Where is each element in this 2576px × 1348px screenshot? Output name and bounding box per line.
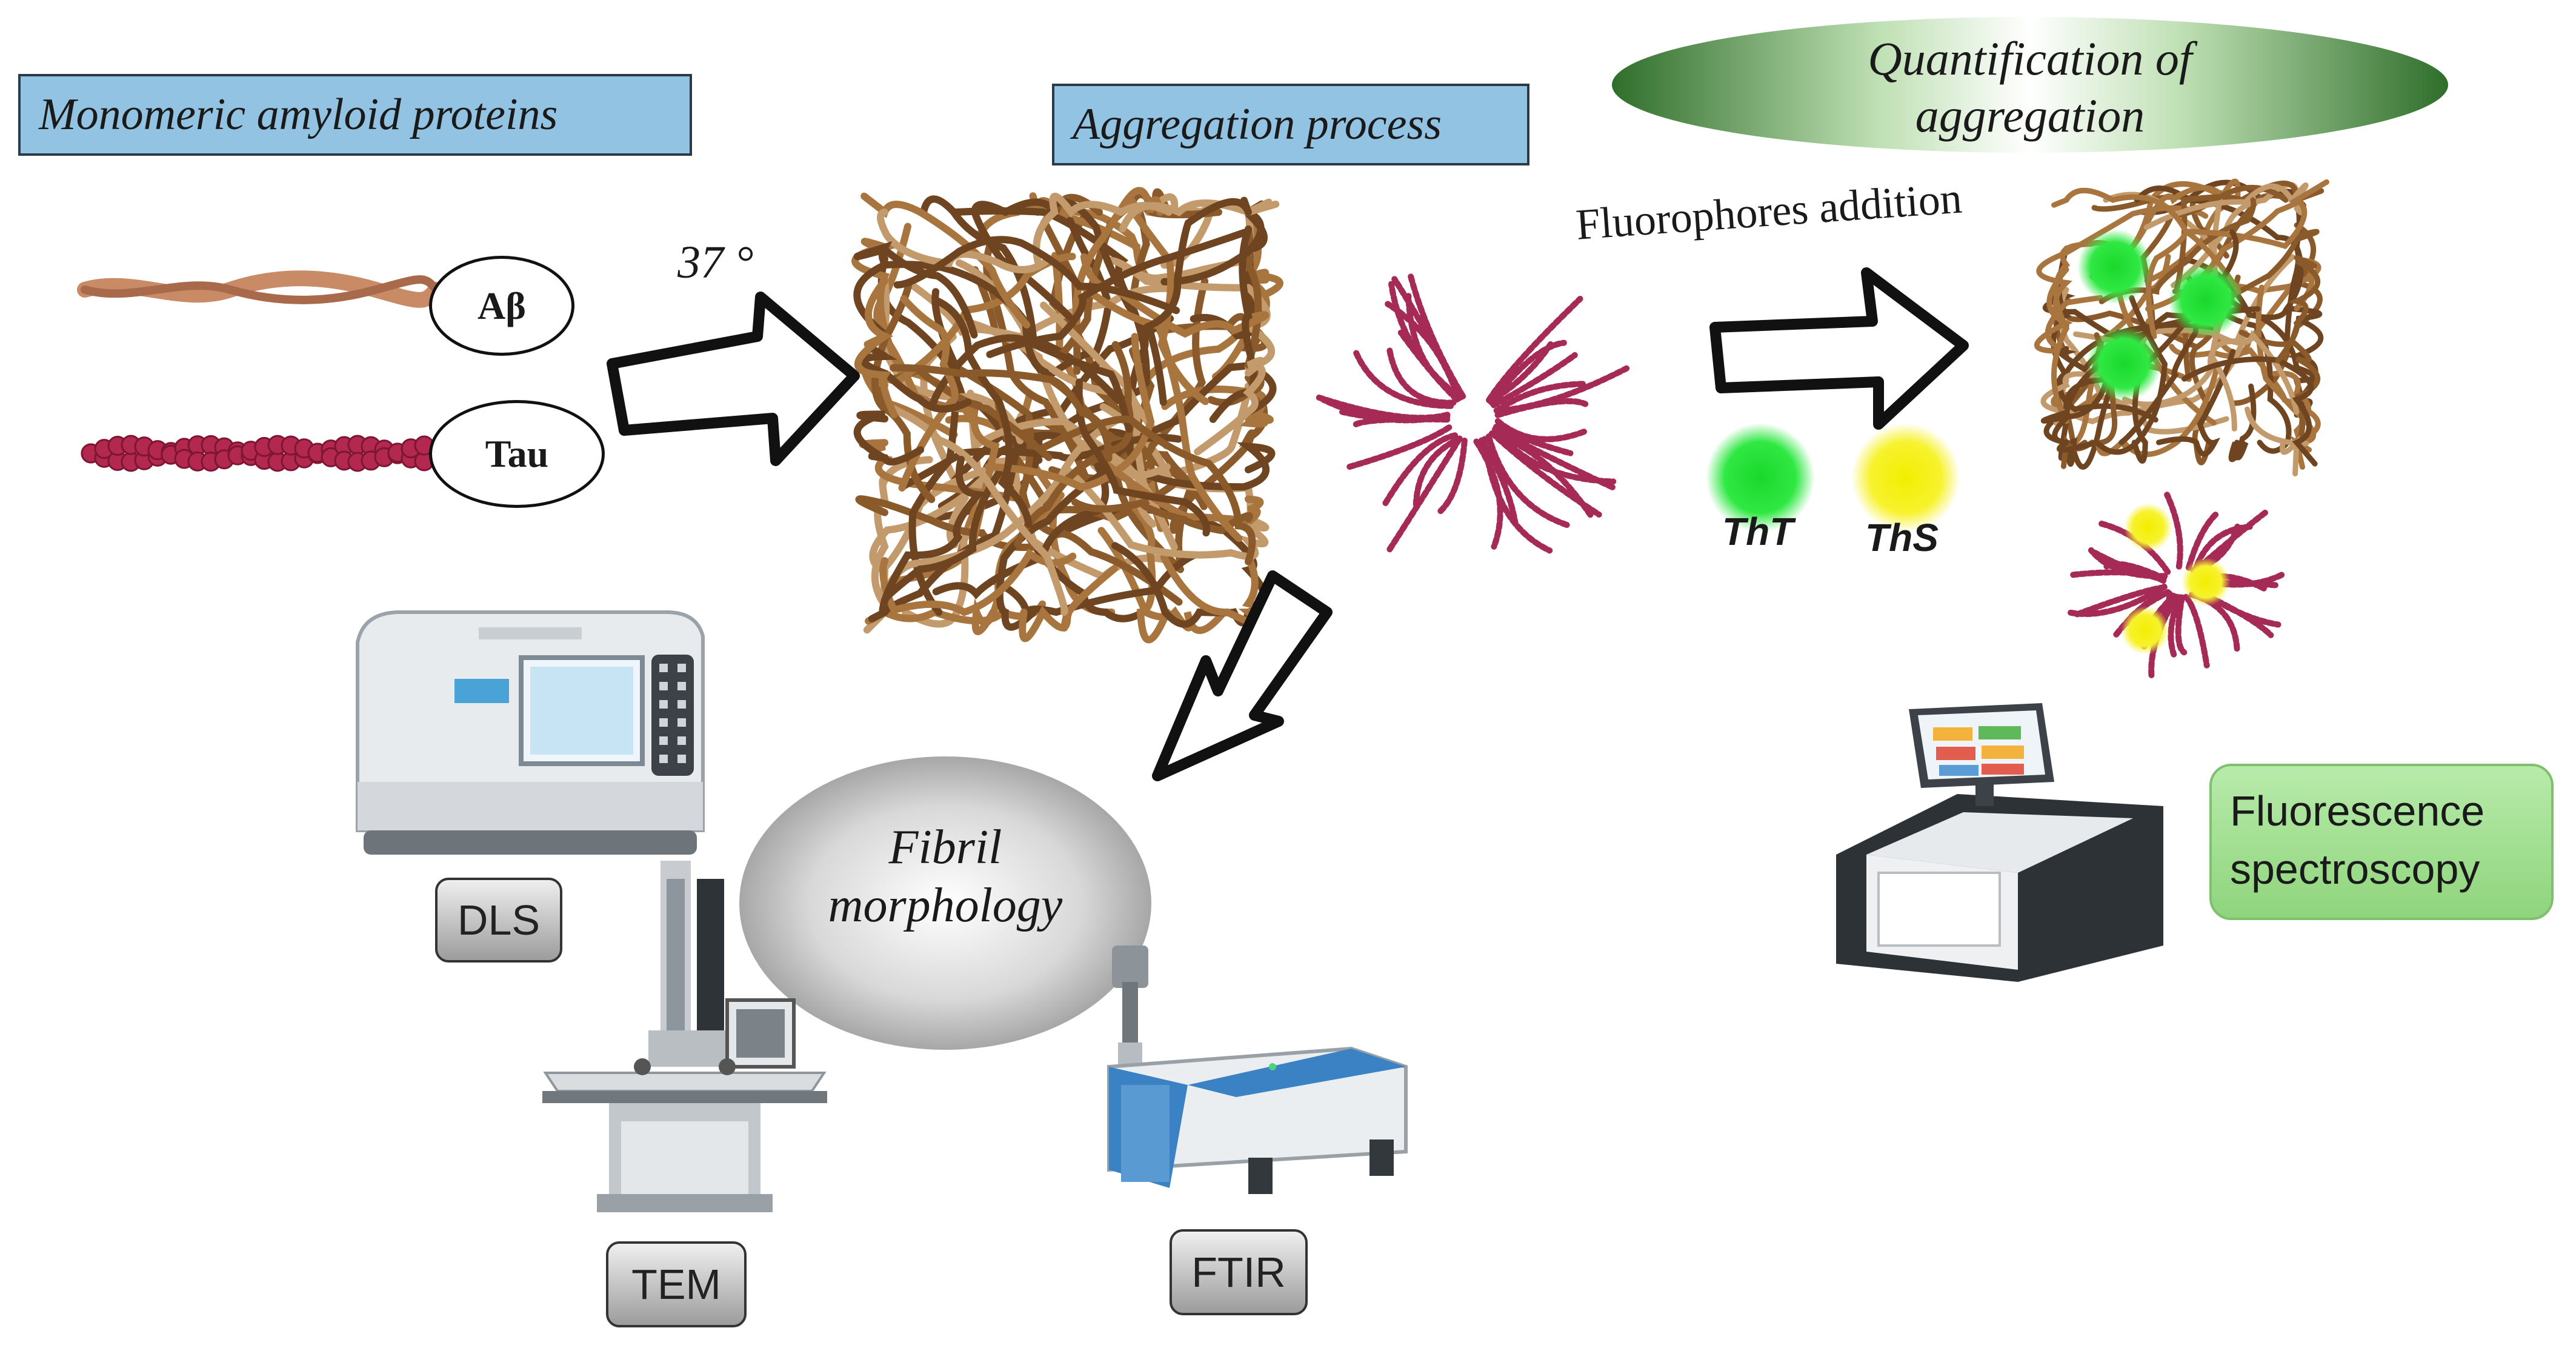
quantification-ellipse	[1612, 17, 2448, 153]
quantification-title-line1: Quantification of	[1868, 32, 2192, 85]
aggregation-process-text: Aggregation process	[1073, 99, 1442, 149]
tau-label-oval: Tau	[429, 400, 605, 508]
tau-aggregate	[1314, 273, 1630, 554]
dls-instrument-icon	[356, 610, 705, 855]
abeta-label: Aβ	[478, 284, 526, 327]
ftir-label: FTIR	[1170, 1229, 1308, 1315]
fibril-morphology-line1: Fibril	[888, 821, 1002, 874]
fluorescence-line2: spectroscopy	[2230, 846, 2480, 893]
aggregation-process-label: Aggregation process	[1052, 84, 1529, 165]
tem-instrument-icon	[542, 861, 827, 1212]
quantification-title-line2: aggregation	[1915, 89, 2145, 142]
incubation-arrow	[607, 292, 860, 466]
fibril-morphology-text: Fibril morphology	[764, 818, 1127, 935]
tau-monomer	[81, 435, 434, 472]
abeta-aggregate	[851, 187, 1283, 644]
ftir-instrument-icon	[1107, 946, 1408, 1194]
morphology-arrow	[1152, 570, 1333, 781]
fibril-morphology-line2: morphology	[828, 879, 1063, 932]
tem-label: TEM	[606, 1241, 747, 1327]
monomeric-proteins-label: Monomeric amyloid proteins	[18, 74, 692, 156]
ths-dye-glow	[1851, 423, 1960, 532]
tau-label: Tau	[485, 432, 549, 475]
dls-label: DLS	[435, 878, 562, 963]
temperature-label: 37 °	[677, 237, 754, 288]
ths-label: ThS	[1865, 516, 1939, 559]
tau-stained-aggregate	[2067, 492, 2286, 679]
tht-label: ThT	[1722, 510, 1794, 553]
fibril-morphology-oval	[739, 756, 1151, 1050]
abeta-monomer	[77, 270, 444, 308]
abeta-stained-aggregate	[2034, 178, 2329, 476]
fluorescence-line1: Fluorescence	[2230, 787, 2485, 835]
monomeric-proteins-text: Monomeric amyloid proteins	[39, 90, 558, 139]
quantification-title: Quantification of aggregation	[1757, 30, 2303, 144]
fluorescence-spectrometer-icon	[1836, 703, 2163, 982]
tht-dye-glow	[1706, 423, 1815, 532]
fluorescence-spectroscopy-text: Fluorescence spectroscopy	[2230, 782, 2545, 898]
abeta-label-oval: Aβ	[429, 256, 574, 356]
fluorophores-arrow	[1709, 267, 1969, 430]
fluorescence-spectroscopy-box	[2209, 764, 2554, 920]
